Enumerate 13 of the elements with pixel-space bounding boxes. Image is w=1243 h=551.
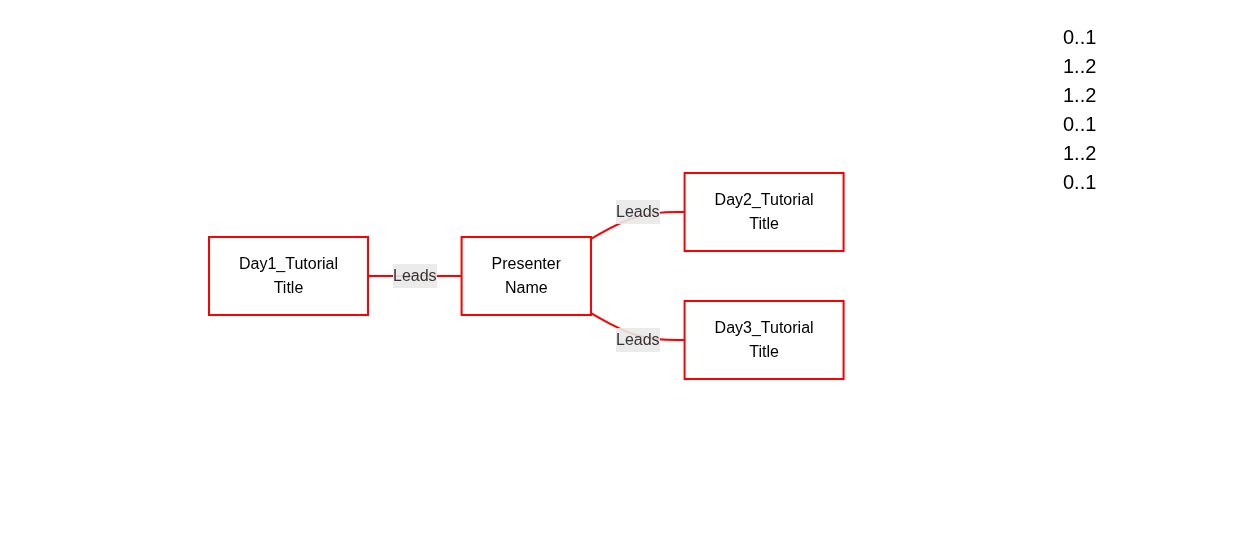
edge-label: Leads [616, 202, 660, 220]
edge-label: Leads [393, 266, 437, 284]
node-box: Day2_Tutorial Title [683, 171, 845, 252]
multiplicity-label: 1..2 [1063, 55, 1098, 78]
multiplicity-label: 0..1 [1063, 171, 1098, 194]
node-box: Day3_Tutorial Title [683, 299, 845, 380]
node-box: Day1_Tutorial Title [208, 235, 370, 316]
node-box: Presenter Name [460, 235, 593, 316]
multiplicity-label: 1..2 [1063, 142, 1098, 165]
multiplicity-label: 0..1 [1063, 113, 1098, 136]
multiplicity-label: 0..1 [1063, 26, 1098, 49]
edge-label: Leads [616, 330, 660, 348]
multiplicity-label: 1..2 [1063, 84, 1098, 107]
